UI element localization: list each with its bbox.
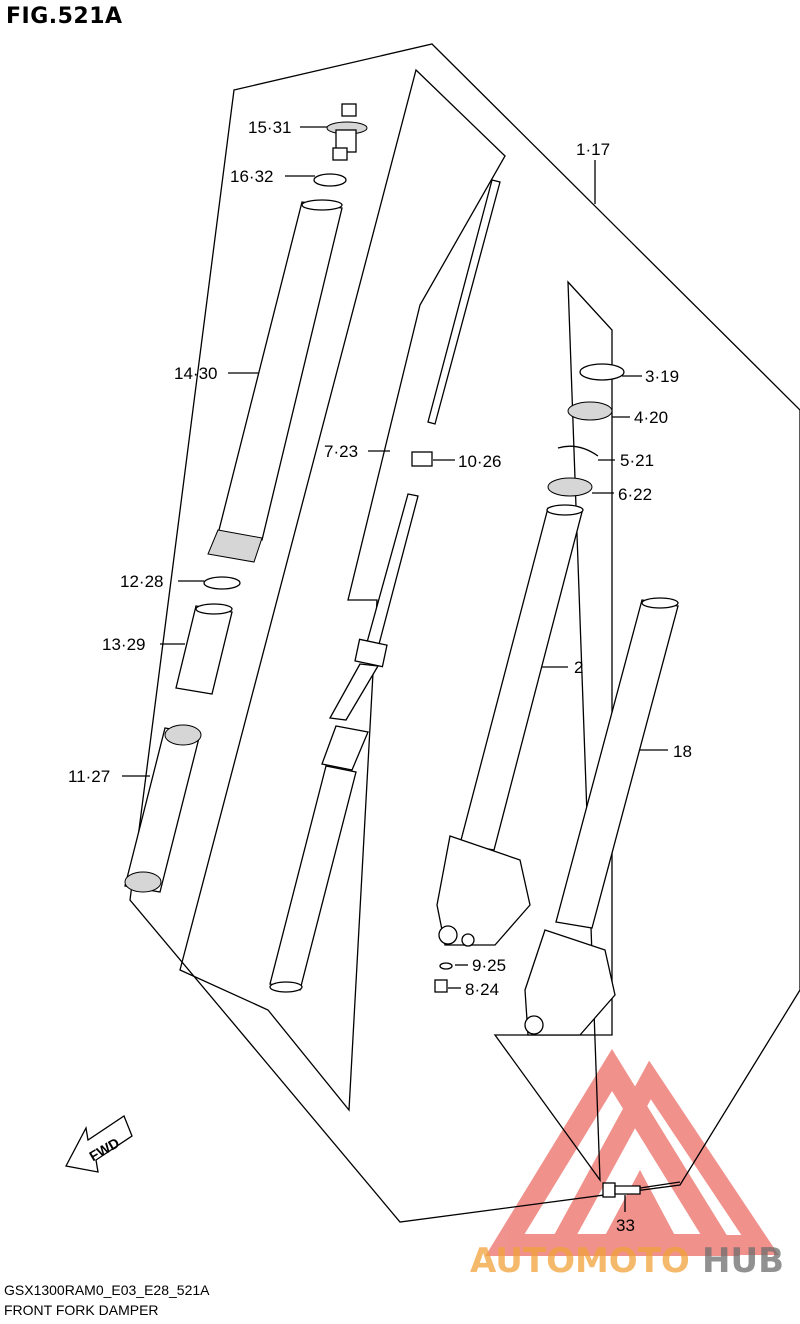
part-7-damper-rod: [269, 179, 501, 993]
label-14-30: 14·30: [174, 364, 217, 383]
figure-title: FIG.521A: [6, 4, 123, 29]
outer-group-outline: [129, 43, 800, 1223]
label-10-26: 10·26: [458, 452, 501, 471]
label-16-32: 16·32: [230, 167, 273, 186]
label-7-23: 7·23: [324, 442, 358, 461]
label-33: 33: [616, 1216, 635, 1235]
watermark-logo: [485, 1048, 779, 1256]
leader-lines: [122, 126, 681, 1212]
part-9-washer: [439, 962, 453, 970]
label-9-25: 9·25: [472, 956, 506, 975]
label-2: 2: [574, 658, 583, 677]
label-18: 18: [673, 742, 692, 761]
part-labels: 15·31 16·32 14·30 12·28 13·29 11·27 7·23…: [68, 118, 692, 1235]
part-11-spring: [124, 724, 202, 893]
part-13-spacer: [175, 603, 233, 695]
label-5-21: 5·21: [620, 451, 654, 470]
damper-group-outline: [179, 68, 506, 1112]
part-6-dust-seal: [547, 477, 593, 497]
part-12-ring: [203, 576, 241, 590]
label-3-19: 3·19: [645, 367, 679, 386]
part-10-nut: [411, 451, 433, 467]
part-18-outer-tube: [524, 597, 679, 1036]
part-15-cap-bolt: [326, 103, 368, 161]
label-6-22: 6·22: [618, 485, 652, 504]
part-5-clip: [557, 445, 599, 457]
part-33-bolt: [602, 1182, 641, 1198]
label-12-28: 12·28: [120, 572, 163, 591]
part-3-stopper-ring: [579, 363, 625, 381]
part-2-outer-tube: [436, 504, 584, 947]
label-15-31: 15·31: [248, 118, 291, 137]
label-8-24: 8·24: [465, 980, 499, 999]
watermark-brand-part2: HUB: [702, 1241, 784, 1281]
label-13-29: 13·29: [102, 635, 145, 654]
part-4-oil-seal: [567, 401, 613, 421]
part-16-o-ring: [313, 173, 347, 187]
label-11-27: 11·27: [68, 767, 110, 786]
model-code: GSX1300RAM0_E03_E28_521A: [4, 1282, 210, 1298]
part-8-drain-bolt: [434, 979, 448, 993]
watermark-brand-part1: AUTOMOTO: [470, 1241, 690, 1281]
fwd-arrow-icon: FWD: [65, 1115, 133, 1173]
label-4-20: 4·20: [634, 408, 668, 427]
part-14-inner-tube: [207, 199, 343, 563]
label-1-17: 1·17: [576, 140, 610, 159]
figure-caption: FRONT FORK DAMPER: [4, 1302, 159, 1318]
watermark-brand: AUTOMOTO HUB: [470, 1241, 784, 1281]
